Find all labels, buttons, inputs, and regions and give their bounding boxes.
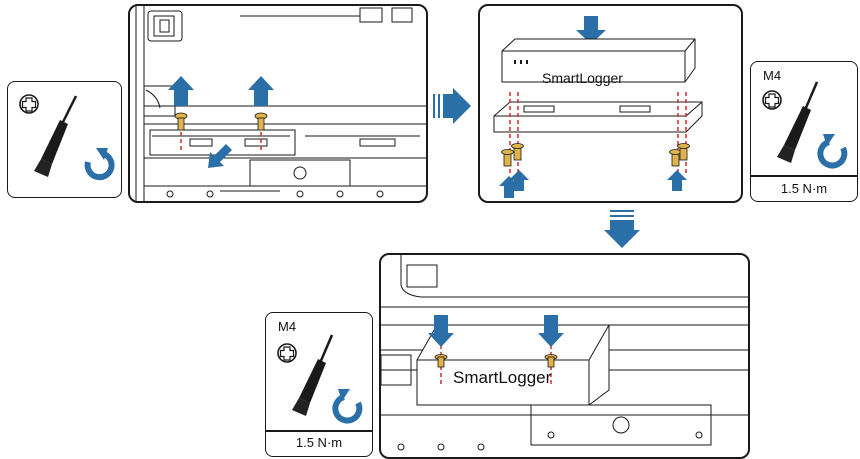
tool-box-loosen — [7, 81, 122, 198]
tighten-rotate-icon — [817, 134, 848, 169]
phillips-head-icon — [277, 343, 297, 363]
screw-left — [174, 112, 188, 131]
tool-box-tighten-top: M4 1.5 N·m — [750, 61, 858, 202]
device-label: SmartLogger — [453, 368, 552, 387]
screwdriver-icon — [34, 95, 78, 177]
next-step-arrow-icon — [604, 210, 640, 248]
phillips-head-icon — [762, 90, 782, 110]
arrow-down-top — [576, 16, 606, 44]
loosen-rotate-icon — [84, 148, 115, 181]
screwdriver-icon — [292, 334, 334, 416]
screw-right — [254, 112, 268, 131]
tighten-rotate-icon — [332, 389, 363, 424]
panel-attach-bracket: SmartLogger — [478, 4, 743, 203]
panel-remove-bracket — [128, 4, 428, 203]
panel-installed: SmartLogger — [379, 253, 750, 459]
tool-box-tighten-bottom: M4 1.5 N·m — [265, 312, 373, 457]
screw-size-label: M4 — [278, 319, 297, 334]
arrow-up-left — [168, 76, 194, 106]
next-step-arrow-icon — [433, 88, 471, 124]
screwdriver-icon — [777, 81, 819, 163]
arrow-up-right — [248, 76, 274, 106]
torque-label: 1.5 N·m — [295, 435, 343, 450]
torque-label: 1.5 N·m — [780, 181, 828, 196]
arrow-pull-out — [208, 144, 232, 168]
device-label: SmartLogger — [542, 70, 623, 86]
phillips-head-icon — [19, 94, 39, 114]
screw-size-label: M4 — [763, 68, 782, 83]
